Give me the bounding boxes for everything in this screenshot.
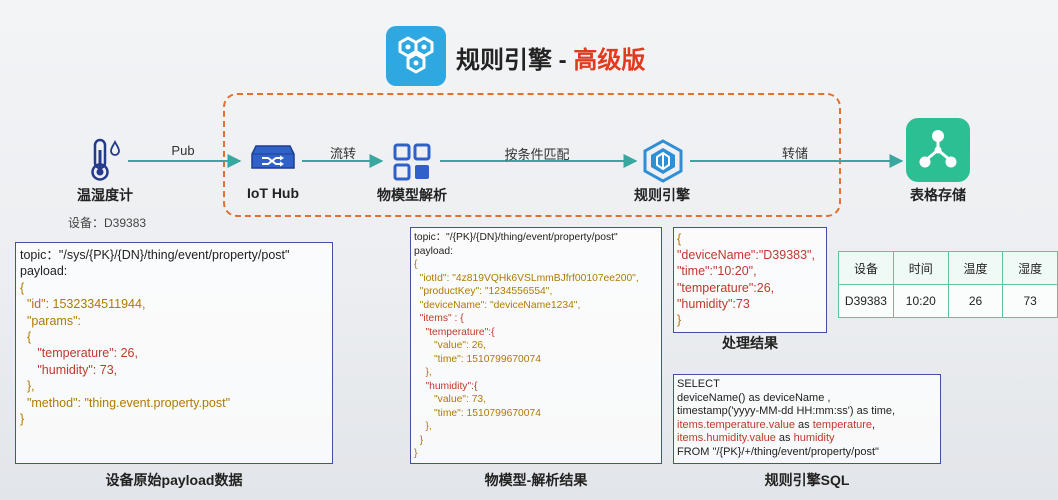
cloud-boundary-frame — [223, 93, 841, 217]
iot-hub-icon — [251, 145, 295, 169]
share-network-icon — [919, 130, 957, 168]
table-header-cell: 温度 — [947, 251, 1004, 285]
result-caption: 处理结果 — [722, 335, 778, 351]
edge-label-flow: 流转 — [329, 146, 356, 161]
device-id-label: 设备：D39383 — [68, 216, 147, 230]
table-cell: 10:20 — [892, 284, 949, 318]
result-panel: {"deviceName":"D39383","time":"10:20","t… — [673, 227, 827, 333]
page-title: 规则引擎 - 高级版 — [456, 47, 646, 74]
node-label-thermometer: 温湿度计 — [77, 187, 133, 203]
table-store-icon-box — [906, 118, 970, 182]
hexagon-engine-icon — [643, 139, 683, 183]
rule-engine-logo — [386, 26, 446, 86]
thermometer-icon — [91, 138, 120, 181]
table-header-cell: 时间 — [892, 251, 949, 285]
raw-topic-line: topic："/sys/{PK}/{DN}/thing/event/proper… — [20, 248, 290, 262]
table-header-row: 设备 时间 温度 湿度 — [838, 251, 1058, 285]
table-header-cell: 设备 — [838, 251, 894, 285]
table-cell: 73 — [1002, 284, 1058, 318]
hexagon-cluster-icon — [398, 36, 434, 74]
parsed-payload-panel: topic："/{PK}/{DN}/thing/event/property/p… — [410, 227, 662, 464]
grid-icon — [393, 143, 431, 181]
table-row: D39383 10:20 26 73 — [838, 284, 1058, 318]
sql-caption: 规则引擎SQL — [764, 472, 850, 488]
edge-label-pub: Pub — [171, 143, 195, 158]
edge-label-store: 转储 — [781, 146, 808, 161]
result-table: 设备 时间 温度 湿度 D39383 10:20 26 73 — [838, 251, 1058, 318]
table-cell: D39383 — [838, 284, 894, 318]
node-label-table-store: 表格存储 — [910, 187, 966, 203]
raw-payload-key: payload: — [20, 264, 68, 279]
node-label-rule-engine: 规则引擎 — [634, 187, 690, 203]
node-label-iot-hub: IoT Hub — [246, 185, 300, 201]
raw-payload-panel: topic："/sys/{PK}/{DN}/thing/event/proper… — [15, 242, 333, 464]
table-header-cell: 湿度 — [1002, 251, 1058, 285]
raw-payload-caption: 设备原始payload数据 — [105, 472, 243, 488]
parsed-payload-caption: 物模型-解析结果 — [484, 472, 588, 488]
table-cell: 26 — [947, 284, 1004, 318]
node-label-thing-model: 物模型解析 — [377, 187, 447, 203]
edge-label-match: 按条件匹配 — [504, 147, 570, 162]
